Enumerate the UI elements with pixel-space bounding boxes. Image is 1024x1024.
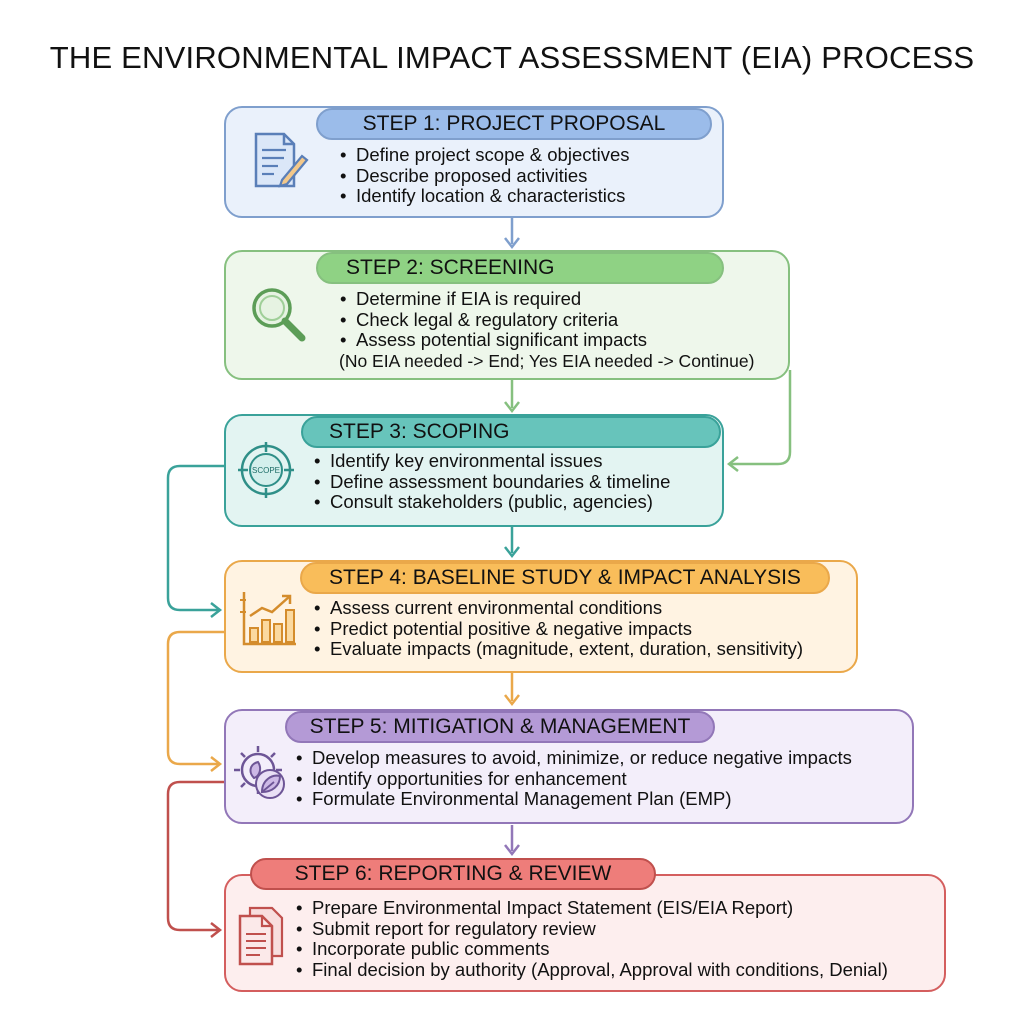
list-item: Determine if EIA is required xyxy=(340,288,647,310)
list-item: Describe proposed activities xyxy=(340,165,630,187)
list-item: Evaluate impacts (magnitude, extent, dur… xyxy=(314,638,803,660)
list-item: Identify key environmental issues xyxy=(314,450,670,472)
arrow-step4-to-step5 xyxy=(504,673,520,707)
arrow-step2-to-step3 xyxy=(504,380,520,414)
diagram-title: THE ENVIRONMENTAL IMPACT ASSESSMENT (EIA… xyxy=(49,40,975,75)
loop-step5-to-step6 xyxy=(166,780,224,938)
arrow-step3-to-step4 xyxy=(504,527,520,559)
list-item: Identify location & characteristics xyxy=(340,185,630,207)
loop-step4-to-step5 xyxy=(166,630,224,772)
report-documents-icon xyxy=(238,906,284,966)
list-item: Prepare Environmental Impact Statement (… xyxy=(296,897,888,919)
scope-icon-text: SCOPE xyxy=(252,466,280,475)
step-1-label: STEP 1: PROJECT PROPOSAL xyxy=(316,108,712,140)
gear-leaf-icon xyxy=(234,746,285,799)
document-pencil-icon xyxy=(254,132,309,188)
step-2-decision-note: (No EIA needed -> End; Yes EIA needed ->… xyxy=(339,351,755,371)
arrow-step1-to-step2 xyxy=(504,218,520,250)
list-item: Define assessment boundaries & timeline xyxy=(314,471,670,493)
step-5-bullets: Develop measures to avoid, minimize, or … xyxy=(296,747,852,810)
step-6-bullets: Prepare Environmental Impact Statement (… xyxy=(296,897,888,981)
step-3-bullets: Identify key environmental issues Define… xyxy=(314,450,670,513)
list-item: Submit report for regulatory review xyxy=(296,918,888,940)
step-6-label: STEP 6: REPORTING & REVIEW xyxy=(250,858,656,890)
step-1-bullets: Define project scope & objectives Descri… xyxy=(340,144,630,207)
list-item: Formulate Environmental Management Plan … xyxy=(296,788,852,810)
list-item: Assess current environmental conditions xyxy=(314,597,803,619)
loop-step3-to-step4 xyxy=(166,464,224,618)
step-4-label: STEP 4: BASELINE STUDY & IMPACT ANALYSIS xyxy=(300,562,830,594)
arrow-step5-to-step6 xyxy=(504,825,520,857)
list-item: Incorporate public comments xyxy=(296,938,888,960)
step-2-bullets: Determine if EIA is required Check legal… xyxy=(340,288,647,351)
list-item: Predict potential positive & negative im… xyxy=(314,618,803,640)
scope-target-icon: SCOPE xyxy=(238,442,294,498)
bar-chart-icon xyxy=(240,592,296,646)
step-2-label: STEP 2: SCREENING xyxy=(316,252,724,284)
step-5-label: STEP 5: MITIGATION & MANAGEMENT xyxy=(285,711,715,743)
step-4-bullets: Assess current environmental conditions … xyxy=(314,597,803,660)
list-item: Identify opportunities for enhancement xyxy=(296,768,852,790)
loop-step2-to-step3 xyxy=(726,370,792,472)
list-item: Assess potential significant impacts xyxy=(340,329,647,351)
list-item: Check legal & regulatory criteria xyxy=(340,309,647,331)
list-item: Consult stakeholders (public, agencies) xyxy=(314,491,670,513)
list-item: Final decision by authority (Approval, A… xyxy=(296,959,888,981)
magnifier-icon xyxy=(252,288,306,342)
step-3-label: STEP 3: SCOPING xyxy=(301,416,721,448)
list-item: Develop measures to avoid, minimize, or … xyxy=(296,747,852,769)
list-item: Define project scope & objectives xyxy=(340,144,630,166)
